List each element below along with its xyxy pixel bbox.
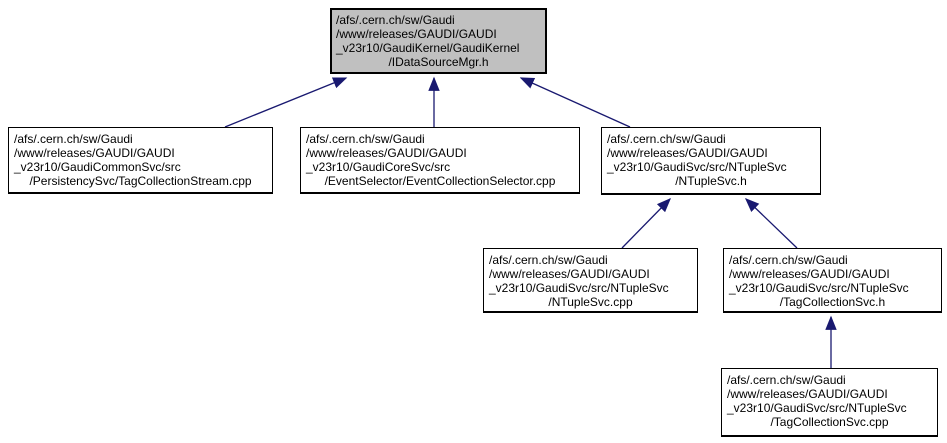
node-label-line: /afs/.cern.ch/sw/Gaudi [729, 253, 848, 267]
node-label-line: _v23r10/GaudiCoreSvc/src [306, 160, 451, 174]
node-label-line: _v23r10/GaudiSvc/src/NTupleSvc [729, 281, 909, 295]
node-label-line: /afs/.cern.ch/sw/Gaudi [14, 132, 133, 146]
edge-tagcollectionstream-to-idatasourcemgr [224, 77, 348, 128]
node-label-line: /www/releases/GAUDI/GAUDI [729, 267, 890, 281]
node-label-line: _v23r10/GaudiCommonSvc/src [14, 160, 181, 174]
node-label-line: /www/releases/GAUDI/GAUDI [14, 146, 175, 160]
node-tagcollectionsvc-cpp[interactable]: /afs/.cern.ch/sw/Gaudi /www/releases/GAU… [721, 368, 938, 437]
node-tagcollectionstream-cpp[interactable]: /afs/.cern.ch/sw/Gaudi /www/releases/GAU… [8, 127, 273, 194]
node-ntuplesvc-cpp[interactable]: /afs/.cern.ch/sw/Gaudi /www/releases/GAU… [483, 248, 698, 313]
node-label-line: /afs/.cern.ch/sw/Gaudi [607, 132, 726, 146]
node-label-line: /afs/.cern.ch/sw/Gaudi [489, 253, 608, 267]
node-label-line: /afs/.cern.ch/sw/Gaudi [727, 373, 846, 387]
node-label-line: /www/releases/GAUDI/GAUDI [336, 27, 497, 41]
node-label-line: /www/releases/GAUDI/GAUDI [489, 267, 650, 281]
node-label-line: _v23r10/GaudiSvc/src/NTupleSvc [727, 401, 907, 415]
node-label-line: _v23r10/GaudiSvc/src/NTupleSvc [607, 160, 787, 174]
node-label-line: _v23r10/GaudiSvc/src/NTupleSvc [489, 281, 669, 295]
node-label-line: /TagCollectionSvc.cpp [770, 415, 889, 429]
edge-tagcollectionsvc-h-to-ntuplesvc-h [744, 198, 798, 249]
node-label-line: /afs/.cern.ch/sw/Gaudi [336, 13, 455, 27]
node-label-line: /afs/.cern.ch/sw/Gaudi [306, 132, 425, 146]
node-label-line: /www/releases/GAUDI/GAUDI [607, 146, 768, 160]
node-label-line: /NTupleSvc.cpp [548, 295, 633, 309]
node-ntuplesvc-h[interactable]: /afs/.cern.ch/sw/Gaudi /www/releases/GAU… [601, 127, 821, 195]
edge-ntuplesvc-cpp-to-ntuplesvc-h [621, 197, 672, 249]
node-label-line: /www/releases/GAUDI/GAUDI [306, 146, 467, 160]
node-label-line: /www/releases/GAUDI/GAUDI [727, 387, 888, 401]
node-tagcollectionsvc-h[interactable]: /afs/.cern.ch/sw/Gaudi /www/releases/GAU… [723, 248, 942, 313]
node-label-line: /IDataSourceMgr.h [388, 55, 489, 69]
node-idatasourcemgr-h: /afs/.cern.ch/sw/Gaudi /www/releases/GAU… [330, 8, 547, 74]
node-eventcollectionselector-cpp[interactable]: /afs/.cern.ch/sw/Gaudi /www/releases/GAU… [300, 127, 580, 194]
node-label-line: /PersistencySvc/TagCollectionStream.cpp [29, 174, 252, 188]
edge-ntuplesvc-h-to-idatasourcemgr [519, 77, 631, 128]
node-label-line: _v23r10/GaudiKernel/GaudiKernel [336, 41, 520, 55]
node-label-line: /EventSelector/EventCollectionSelector.c… [324, 174, 556, 188]
node-label-line: /TagCollectionSvc.h [779, 295, 886, 309]
node-label-line: /NTupleSvc.h [675, 174, 747, 188]
